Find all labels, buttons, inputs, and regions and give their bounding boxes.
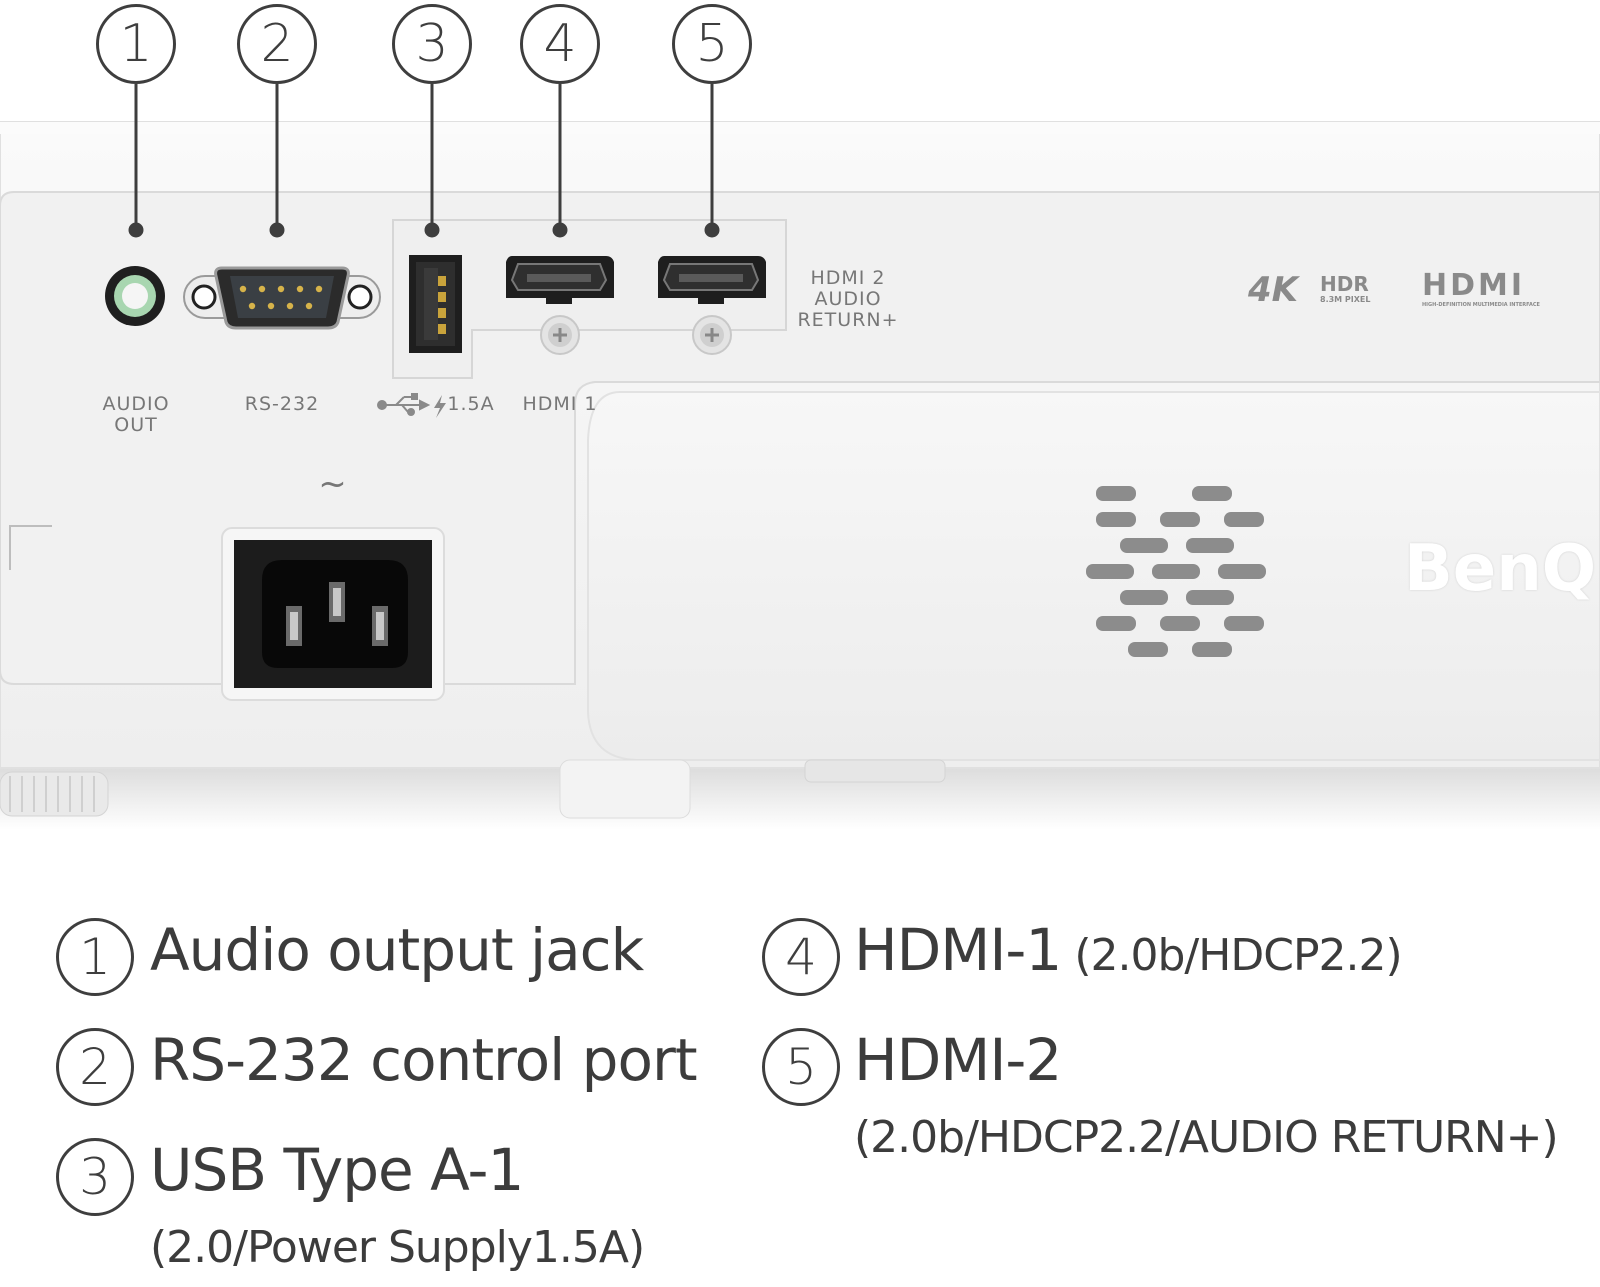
callout-3: 3 xyxy=(392,4,472,84)
legend-detail-4: (2.0b/HDCP2.2) xyxy=(1074,930,1402,981)
speaker-grille-icon xyxy=(1086,486,1266,657)
usb-a-port xyxy=(409,255,462,353)
brand-logo: BenQ xyxy=(1404,532,1597,606)
legend-title-2: RS-232 control port xyxy=(150,1026,698,1094)
hdmi2-port xyxy=(658,256,766,304)
power-inlet xyxy=(221,527,445,701)
lightning-icon xyxy=(434,395,446,418)
badge-hdr-sub: 8.3M PIXEL xyxy=(1320,295,1371,304)
callout-4: 4 xyxy=(520,4,600,84)
callout-2: 2 xyxy=(237,4,317,84)
projector-rear-illustration xyxy=(0,84,1600,830)
callout-1: 1 xyxy=(96,4,176,84)
callout-1-num: 1 xyxy=(119,14,153,74)
label-hdmi2-line2: AUDIO xyxy=(814,288,882,310)
legend-num-3: 3 xyxy=(56,1138,134,1216)
hdmi1-port xyxy=(506,256,614,304)
foot-center xyxy=(559,759,691,819)
label-hdmi2-line3: RETURN+ xyxy=(797,309,899,331)
label-rs232: RS-232 xyxy=(244,393,320,415)
legend-detail-5: (2.0b/HDCP2.2/AUDIO RETURN+) xyxy=(854,1112,1559,1163)
legend-title-1: Audio output jack xyxy=(150,916,644,984)
callout-5-num: 5 xyxy=(695,14,729,74)
hdmi-logo: HDMI xyxy=(1422,268,1526,303)
label-hdmi1: HDMI 1 xyxy=(522,393,598,415)
legend-line-4: HDMI-1 (2.0b/HDCP2.2) xyxy=(854,916,1403,984)
hdmi2-screw xyxy=(692,315,732,355)
callout-leaders xyxy=(128,84,720,238)
foot-left-ridges xyxy=(9,776,95,812)
audio-out-jack xyxy=(105,266,165,326)
legend-title-4: HDMI-1 xyxy=(854,916,1062,984)
legend-num-5: 5 xyxy=(762,1028,840,1106)
legend-num-1: 1 xyxy=(56,918,134,996)
top-edge xyxy=(0,122,1600,134)
power-symbol: ~ xyxy=(318,464,348,504)
panel-bracket xyxy=(9,525,52,570)
callout-3-num: 3 xyxy=(415,14,449,74)
label-hdmi2-line1: HDMI 2 xyxy=(810,267,886,289)
label-usb-power: 1.5A xyxy=(447,393,495,415)
foot-right xyxy=(804,759,946,783)
label-audio-out-line2: OUT xyxy=(114,414,158,436)
legend-title-3: USB Type A-1 xyxy=(150,1136,524,1204)
floor-shadow xyxy=(0,760,1600,830)
rs232-port xyxy=(183,266,381,330)
legend-title-5: HDMI-2 xyxy=(854,1026,1062,1094)
hdmi-logo-sub: HIGH-DEFINITION MULTIMEDIA INTERFACE xyxy=(1422,302,1540,308)
legend-num-4: 4 xyxy=(762,918,840,996)
label-hdmi2: HDMI 2 AUDIO RETURN+ xyxy=(796,268,900,331)
callout-2-num: 2 xyxy=(260,14,294,74)
callout-5: 5 xyxy=(672,4,752,84)
callout-4-num: 4 xyxy=(543,14,577,74)
legend-detail-3: (2.0/Power Supply1.5A) xyxy=(150,1222,645,1273)
badge-4k: 4K xyxy=(1248,270,1299,310)
hdmi1-screw xyxy=(540,315,580,355)
label-audio-out-line1: AUDIO xyxy=(102,393,170,415)
foot-left xyxy=(0,771,109,817)
usb-icon xyxy=(377,393,431,416)
label-audio-out: AUDIO OUT xyxy=(96,394,176,436)
legend-num-2: 2 xyxy=(56,1028,134,1106)
badge-hdr: HDR xyxy=(1320,272,1369,296)
